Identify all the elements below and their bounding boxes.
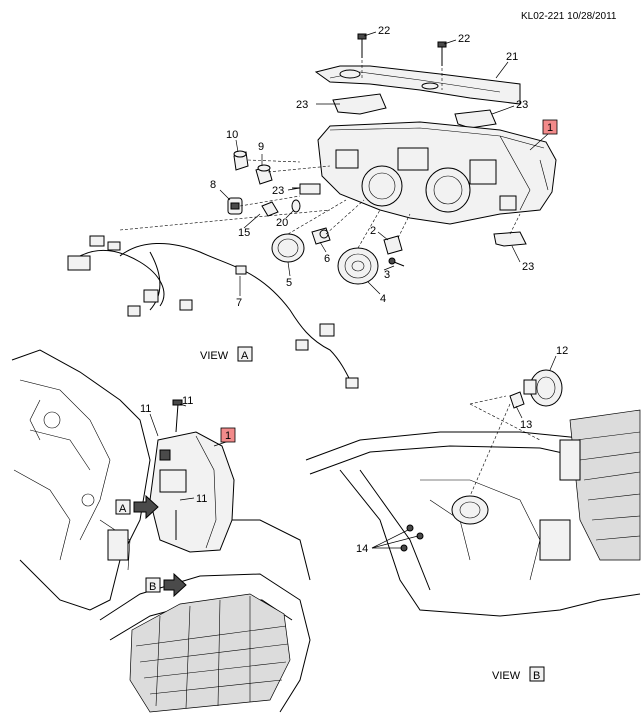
callout-23-center: 23 [272,185,284,197]
callout-23-upper-left: 23 [296,99,308,111]
connector-23-center [292,183,321,195]
bolt-22-right [437,41,447,66]
cap-5 [271,233,305,263]
callout-4: 4 [380,293,386,305]
arrow-a: A [115,494,159,520]
callout-22-right: 22 [458,33,470,45]
callout-12: 12 [556,345,568,357]
bracket-23-left [332,93,387,115]
bulb-20 [291,199,301,213]
callout-20: 20 [276,217,288,229]
callout-1-view-a: 1 [225,430,231,442]
bulb-15 [261,201,279,217]
svg-text:A: A [119,503,127,515]
callout-14: 14 [356,543,368,555]
screws-14 [400,524,424,552]
high-beam-socket [425,167,471,213]
callout-13: 13 [520,419,532,431]
cap-4 [337,247,379,285]
svg-text:VIEW: VIEW [200,350,229,362]
callout-23-upper-right: 23 [516,99,528,111]
view-b-fog-lamp [305,369,641,617]
svg-text:VIEW: VIEW [492,670,521,682]
callout-10: 10 [226,129,238,141]
view-a-label: VIEW A [200,346,253,362]
low-beam-socket [361,165,403,207]
view-b-label: VIEW B [492,666,545,682]
callout-22-left: 22 [378,25,390,37]
callout-23-lower-right: 23 [522,261,534,273]
svg-text:B: B [533,670,540,682]
svg-text:A: A [241,350,249,362]
grille-view-b [569,409,641,561]
bolt-22-left [357,33,367,58]
upper-bracket [314,65,521,105]
svg-text:B: B [149,581,156,593]
callout-6: 6 [324,253,330,265]
callout-1-top: 1 [547,122,553,134]
callout-11-lower: 11 [196,493,207,505]
bulb-13 [509,391,525,409]
callout-21: 21 [506,51,518,63]
callout-15: 15 [238,227,250,239]
callout-9: 9 [258,141,264,153]
bracket-23-right [454,109,497,129]
bulb-9 [255,164,273,185]
socket-8 [227,197,243,215]
headlamp-exploded-view [67,33,557,389]
highlight-box-1-top [542,119,558,135]
view-a-mounting [11,349,311,713]
bulb-2 [383,235,403,255]
callout-11-left: 11 [140,403,151,415]
bulb-6 [311,227,331,245]
drawing-reference: KL02-221 10/28/2011 [521,11,617,22]
wiring-harness-7 [67,235,359,389]
screw-3 [388,257,405,267]
bulb-10 [233,150,249,171]
grille-view-a [129,593,291,713]
callout-5: 5 [286,277,292,289]
arrow-b: B [145,572,187,598]
callout-8: 8 [210,179,216,191]
headlamp-side-view [149,431,235,553]
highlight-box-1-view-a [220,427,236,443]
callout-numbers: 1 1 22 22 21 23 23 10 9 8 23 20 15 2 3 6… [140,25,568,555]
callout-3: 3 [384,269,390,281]
callout-leaders [149,31,557,549]
callout-11-top: 11 [182,395,193,407]
callout-2: 2 [370,225,376,237]
fog-lamp-12 [523,369,563,407]
callout-7: 7 [236,297,242,309]
bracket-23-lower [493,231,527,247]
